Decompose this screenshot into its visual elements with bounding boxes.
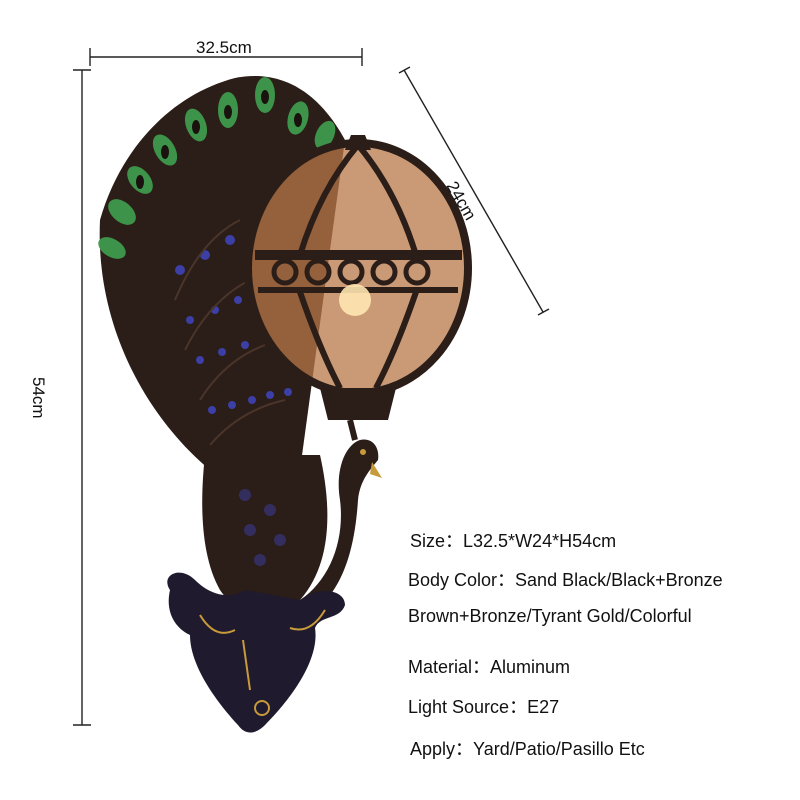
dimension-height-line <box>73 69 91 726</box>
peacock-wall-lamp-icon <box>98 75 472 733</box>
dimension-width-line <box>89 48 363 66</box>
lamp-globe <box>244 135 472 441</box>
spec-light-source: Light Source：E27 <box>408 697 560 717</box>
spec-size: Size：L32.5*W24*H54cm <box>410 531 617 551</box>
spec-apply: Apply：Yard/Patio/Pasillo Etc <box>410 739 645 759</box>
dimension-height-label: 54cm <box>29 377 48 419</box>
dimension-depth-line <box>398 66 550 316</box>
dimension-width-label: 32.5cm <box>196 38 252 57</box>
peacock-body <box>202 439 382 617</box>
spec-body-color: Body Color：Sand Black/Black+Bronze <box>408 570 723 590</box>
peacock-base <box>167 572 345 733</box>
spec-material: Material：Aluminum <box>408 657 571 677</box>
spec-body-color-continued: Brown+Bronze/Tyrant Gold/Colorful <box>408 606 692 626</box>
